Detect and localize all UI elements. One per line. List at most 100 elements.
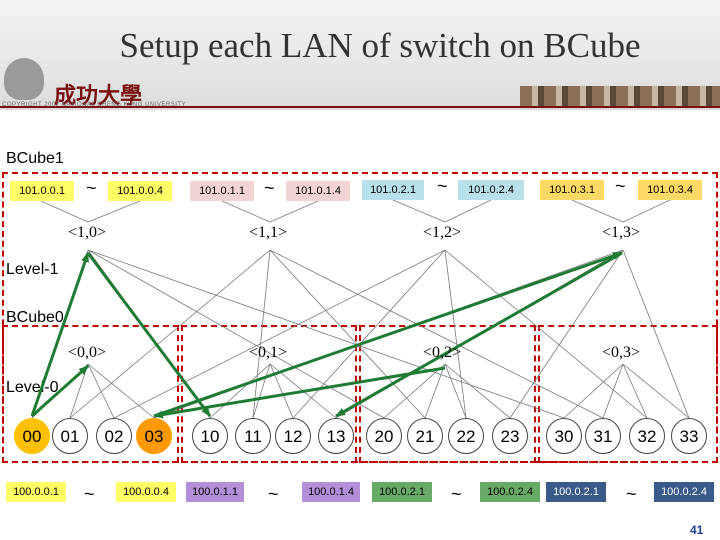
level1-switch-3: <1,3> [602, 224, 641, 241]
server-21: 21 [407, 418, 443, 454]
range-tilde: ~ [84, 484, 95, 504]
level1-range-end-3: 101.0.3.4 [638, 180, 702, 200]
server-22: 22 [448, 418, 484, 454]
range-tilde: ~ [626, 484, 637, 504]
level1-server-wire [87, 249, 385, 419]
level0-server-wire [383, 363, 446, 419]
level1-label: Level-1 [6, 261, 59, 278]
bcube0-label: BCube0 [6, 309, 64, 326]
level0-server-wire [424, 363, 446, 419]
level1-server-wire [622, 249, 690, 419]
switch-range-wire [444, 199, 492, 223]
server-23: 23 [492, 418, 528, 454]
switch-range-wire [221, 200, 271, 223]
level1-server-wire [252, 249, 271, 419]
server-20: 20 [366, 418, 402, 454]
slide-title: Setup each LAN of switch on BCube [119, 26, 641, 65]
copyright-text: COPYRIGHT 2007 NATIONAL CHENG KUNG UNIVE… [2, 102, 187, 108]
switch-range-wire [571, 199, 624, 223]
server-10: 10 [192, 418, 228, 454]
server-01: 01 [52, 418, 88, 454]
level0-server-wire [252, 363, 271, 419]
level1-server-wire [113, 249, 446, 419]
bcube1-label: BCube1 [6, 150, 64, 167]
range-tilde: ~ [86, 178, 97, 198]
level1-server-wire [292, 249, 446, 419]
level0-range-end-1: 100.0.1.4 [302, 482, 360, 502]
level0-range-end-2: 100.0.2.4 [480, 482, 540, 502]
arrow-l0-2-to-03 [153, 366, 446, 419]
range-tilde: ~ [437, 176, 448, 196]
level1-switch-1: <1,1> [249, 224, 288, 241]
server-13: 13 [318, 418, 354, 454]
bcube0-cell-3 [538, 325, 718, 463]
level0-switch-2: <0,2> [423, 344, 462, 361]
university-logo-text: 成功大學 [54, 83, 143, 109]
level0-server-wire [563, 363, 624, 419]
level0-server-wire [602, 363, 624, 419]
level0-label: Level-0 [6, 379, 59, 396]
level0-server-wire [622, 363, 690, 419]
level0-range-end-3: 100.0.2.4 [654, 482, 714, 502]
level1-server-wire [69, 249, 271, 419]
server-02: 02 [96, 418, 132, 454]
campus-photo-strip [520, 86, 720, 106]
level0-server-wire [87, 363, 155, 419]
switch-range-wire [40, 200, 89, 223]
level0-server-wire [622, 363, 648, 419]
level0-switch-0: <0,0> [68, 344, 107, 361]
level0-range-end-0: 100.0.0.4 [116, 482, 176, 502]
level0-server-wire [444, 363, 511, 419]
level0-server-wire [87, 363, 115, 419]
arrow-l1-3-to-13 [335, 251, 623, 418]
level1-range-end-2: 101.0.2.4 [458, 180, 524, 200]
level1-switch-0: <1,0> [68, 224, 107, 241]
level0-range-start-3: 100.0.2.1 [546, 482, 606, 502]
university-seal-icon [4, 58, 44, 100]
arrow-00-to-l0-0 [31, 364, 89, 418]
server-31: 31 [585, 418, 621, 454]
server-03: 03 [136, 418, 172, 454]
level1-range-start-2: 101.0.2.1 [362, 180, 424, 200]
range-tilde: ~ [268, 484, 279, 504]
level0-switch-1: <0,1> [249, 344, 288, 361]
arrow-l1-0-to-10 [86, 252, 212, 417]
arrow-03-to-l1-3 [153, 251, 623, 418]
bcube0-cell-0 [2, 325, 179, 463]
switch-range-wire [269, 200, 319, 223]
level1-range-end-1: 101.0.1.4 [286, 181, 350, 201]
server-30: 30 [546, 418, 582, 454]
switch-range-wire [87, 200, 141, 223]
server-32: 32 [629, 418, 665, 454]
server-12: 12 [275, 418, 311, 454]
range-tilde: ~ [264, 178, 275, 198]
level1-server-wire [269, 249, 426, 419]
level0-range-start-1: 100.0.1.1 [186, 482, 244, 502]
level0-switch-3: <0,3> [602, 344, 641, 361]
range-tilde: ~ [615, 176, 626, 196]
level1-server-wire [269, 249, 604, 419]
level1-server-wire [444, 249, 648, 419]
level0-server-wire [209, 363, 271, 419]
server-00: 00 [14, 418, 50, 454]
level0-range-start-0: 100.0.0.1 [6, 482, 66, 502]
bcube0-cell-2 [359, 325, 536, 463]
switch-range-wire [622, 199, 671, 223]
level0-range-start-2: 100.0.2.1 [372, 482, 432, 502]
level1-switch-2: <1,2> [423, 224, 462, 241]
level1-range-start-0: 101.0.0.1 [10, 181, 74, 201]
page-number: 41 [690, 523, 704, 537]
server-11: 11 [235, 418, 271, 454]
range-tilde: ~ [451, 484, 462, 504]
header-divider [0, 106, 720, 108]
level1-range-end-0: 101.0.0.4 [108, 181, 172, 201]
arrow-00-to-l1-0 [30, 252, 90, 417]
switch-range-wire [392, 199, 446, 223]
server-33: 33 [671, 418, 707, 454]
level1-server-wire [509, 249, 624, 419]
level1-server-wire [87, 249, 565, 419]
bcube0-cell-1 [181, 325, 357, 463]
level1-range-start-3: 101.0.3.1 [540, 180, 604, 200]
level1-range-start-1: 101.0.1.1 [190, 181, 254, 201]
